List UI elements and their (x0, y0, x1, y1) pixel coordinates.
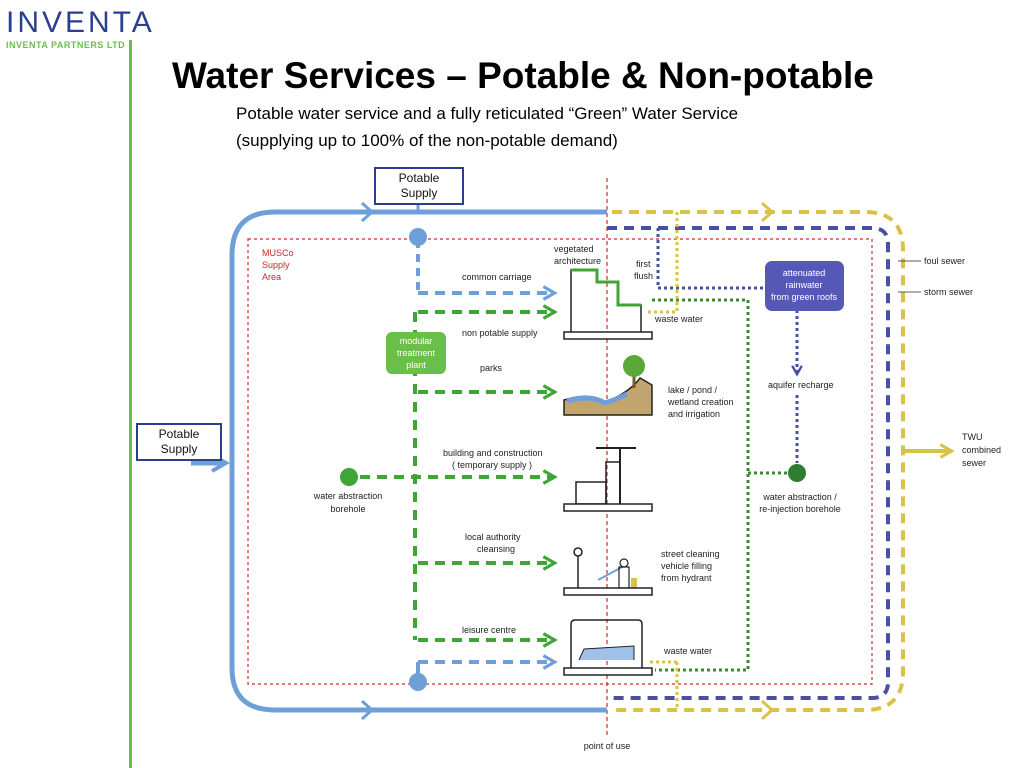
logo-subtitle: INVENTA PARTNERS LTD (6, 40, 126, 50)
vegetated-label-1: vegetated (554, 244, 594, 254)
foul-sewer-label: foul sewer (924, 256, 965, 266)
musco-line-1: MUSCo (262, 248, 294, 258)
vegetated-building-icon (563, 268, 653, 340)
slide-subtitle: Potable water service and a fully reticu… (236, 100, 936, 154)
musco-line-2: Supply (262, 260, 290, 270)
inventa-logo: INVENTA INVENTA PARTNERS LTD (6, 6, 155, 51)
building-label-1: building and construction (443, 448, 543, 458)
construction-crane-icon (563, 447, 653, 512)
street-label-1: street cleaning (661, 549, 720, 559)
reinjection-label-1: water abstraction / (762, 492, 837, 502)
lake-label-1: lake / pond / (668, 385, 718, 395)
street-label-3: from hydrant (661, 573, 712, 583)
twu-label-3: sewer (962, 458, 986, 468)
green-divider-line (129, 40, 132, 768)
building-label-2: ( temporary supply ) (452, 460, 532, 470)
non-potable-supply-label: non potable supply (462, 328, 538, 338)
local-authority-label-2: cleansing (477, 544, 515, 554)
lake-label-2: wetland creation (667, 397, 734, 407)
attenuated-label-3: from green roofs (771, 292, 838, 302)
potable-supply-left-line-2: Supply (160, 442, 198, 456)
foul-sewer-line (607, 226, 890, 700)
slide-title: Water Services – Potable & Non-potable (172, 55, 874, 96)
potable-top-arrow (360, 201, 375, 223)
potable-bottom-arrow (360, 699, 375, 721)
local-authority-label-1: local authority (465, 532, 521, 542)
first-flush-label-1: first (636, 259, 651, 269)
waste-water-top-label: waste water (654, 314, 703, 324)
logo-wordmark: INVENTA (6, 6, 155, 39)
attenuated-rainwater-box (765, 261, 844, 311)
attenuated-label-2: rainwater (785, 280, 822, 290)
modular-plant-label-3: plant (406, 360, 426, 370)
potable-supply-box-left: Potable Supply (136, 423, 222, 461)
combined-sewer-loop (612, 210, 905, 712)
reinjection-borehole-node (788, 464, 806, 482)
subtitle-line-2: (supplying up to 100% of the non-potable… (236, 131, 618, 150)
twu-label-2: combined (962, 445, 1001, 455)
potable-supply-top-line-2: Supply (400, 186, 438, 200)
parks-label: parks (480, 363, 503, 373)
musco-label: MUSCo Supply Area (262, 248, 294, 282)
potable-node-top (409, 228, 427, 246)
potable-supply-left-line-1: Potable (158, 427, 200, 441)
lake-label-3: and irrigation (668, 409, 720, 419)
modular-plant-label-2: treatment (397, 348, 436, 358)
street-cleaning-icon (563, 547, 653, 596)
potable-node-bottom (409, 673, 427, 691)
potable-supply-box-top: Potable Supply (374, 167, 464, 205)
aquifer-recharge-label: aquifer recharge (768, 380, 834, 390)
borehole-node (340, 468, 358, 486)
potable-main-loop (229, 209, 607, 713)
subtitle-line-1: Potable water service and a fully reticu… (236, 104, 739, 123)
musco-line-3: Area (262, 272, 281, 282)
twu-label-1: TWU (962, 432, 983, 442)
point-of-use-label: point of use (584, 741, 631, 751)
reinjection-label-2: re-injection borehole (759, 504, 841, 514)
leisure-centre-label: leisure centre (462, 625, 516, 635)
leisure-pool-icon (563, 619, 653, 676)
green-return-loop (652, 298, 750, 672)
modular-plant-label-1: modular (400, 336, 433, 346)
yellow-bottom-arrow (760, 699, 775, 721)
common-carriage-label: common carriage (462, 272, 532, 282)
storm-sewer-label: storm sewer (924, 287, 973, 297)
waste-water-bottom-label: waste water (663, 646, 712, 656)
first-flush-label-2: flush (634, 271, 653, 281)
yellow-top-arrow (760, 201, 775, 223)
borehole-label-1: water abstraction (313, 491, 383, 501)
modular-treatment-plant (386, 332, 446, 374)
borehole-label-2: borehole (330, 504, 365, 514)
attenuated-label-1: attenuated (783, 268, 826, 278)
musco-area-boundary (247, 238, 873, 685)
street-label-2: vehicle filling (661, 561, 712, 571)
lake-pond-icon (563, 355, 653, 416)
potable-supply-top-line-1: Potable (398, 171, 440, 185)
vegetated-label-2: architecture (554, 256, 601, 266)
